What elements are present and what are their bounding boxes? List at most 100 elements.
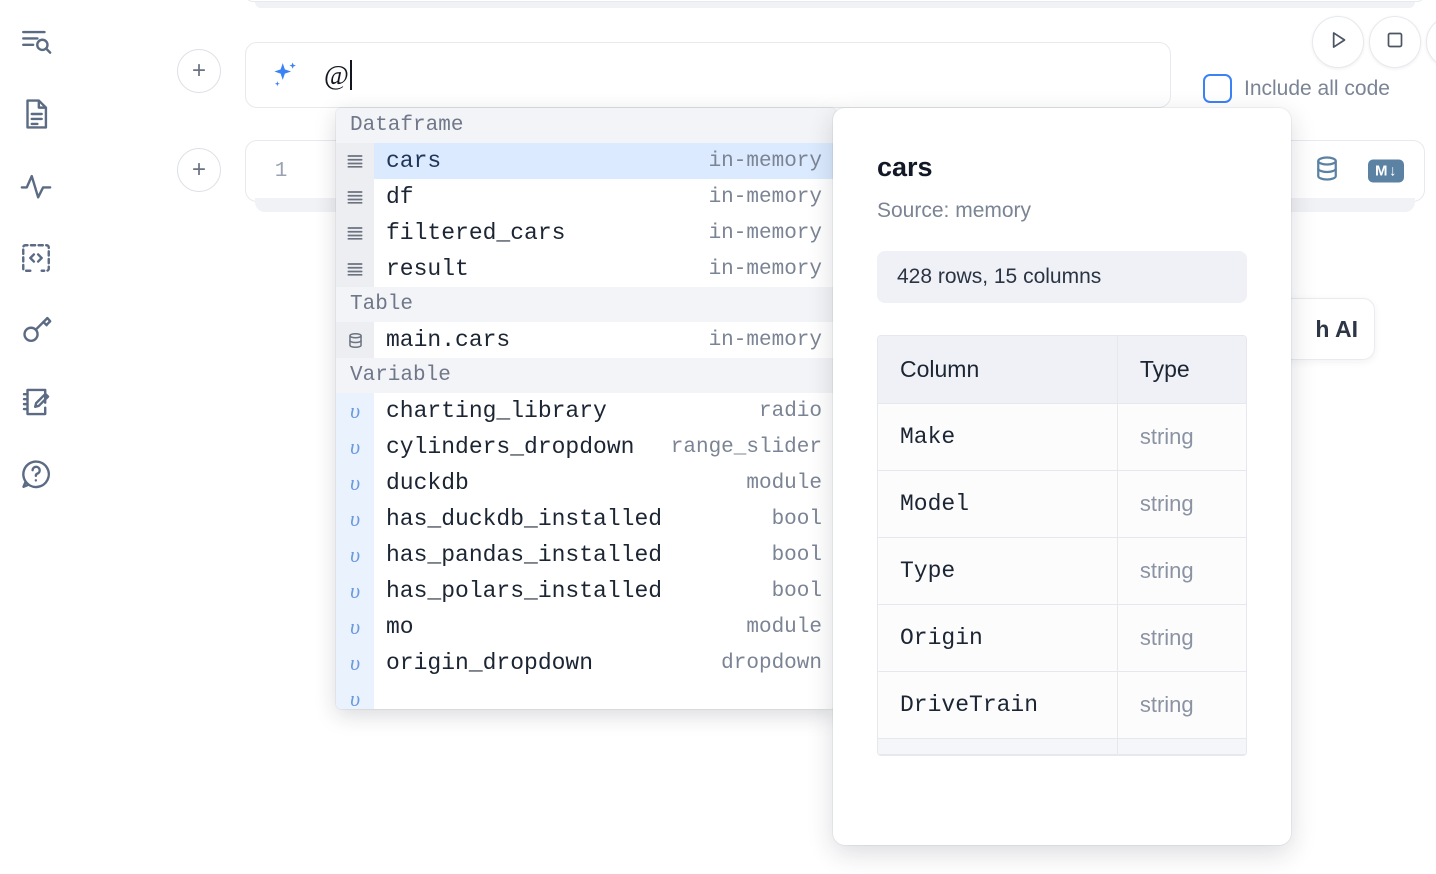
markdown-badge[interactable]: M ↓ — [1368, 159, 1404, 183]
include-all-code-row[interactable]: Include all code — [1203, 74, 1390, 103]
completion-item-type: in-memory — [708, 257, 822, 281]
run-button[interactable] — [1312, 16, 1364, 68]
column-type-cell: string — [1117, 605, 1246, 672]
notebook-pencil-icon — [19, 385, 53, 419]
preview-title: cars — [877, 152, 933, 182]
completion-item[interactable]: υ origin_dropdown dropdown — [336, 645, 836, 681]
completion-item-name: charting_library — [386, 398, 607, 424]
plus-icon: + — [191, 57, 206, 84]
completion-item-type: in-memory — [708, 328, 822, 352]
square-icon — [1383, 28, 1407, 57]
completion-item[interactable]: cars in-memory — [336, 143, 836, 179]
sidebar-item-dependencies[interactable] — [12, 234, 60, 282]
dataframe-icon — [336, 143, 374, 179]
preview-source: Source: memory — [877, 199, 1032, 222]
database-icon[interactable] — [1312, 154, 1342, 189]
question-chat-icon — [19, 457, 53, 491]
completion-item-type: module — [746, 471, 822, 495]
sidebar-item-secrets[interactable] — [12, 306, 60, 354]
play-icon — [1325, 27, 1351, 58]
stop-button[interactable] — [1369, 16, 1421, 68]
variable-icon: υ — [336, 501, 374, 537]
column-name-cell: Type — [878, 538, 1118, 605]
more-button[interactable] — [1426, 16, 1436, 68]
markdown-letter: M — [1375, 162, 1388, 180]
column-name-cell: Make — [878, 404, 1118, 471]
column-type-cell: string — [1117, 538, 1246, 605]
variable-icon: υ — [336, 393, 374, 429]
completion-item[interactable]: υ has_pandas_installed bool — [336, 537, 836, 573]
variable-icon: υ — [336, 537, 374, 573]
column-name-cell: Origin — [878, 605, 1118, 672]
completion-item-type: bool — [771, 579, 822, 603]
add-cell-button-top[interactable]: + — [177, 49, 221, 93]
variable-icon: υ — [336, 573, 374, 609]
completion-item-name: mo — [386, 614, 414, 640]
document-icon — [19, 97, 53, 131]
completion-item[interactable]: result in-memory — [336, 251, 836, 287]
table-row-partial — [878, 739, 1246, 755]
table-database-icon — [336, 322, 374, 358]
dataframe-preview-panel: cars Source: memory 428 rows, 15 columns… — [833, 108, 1291, 845]
completion-item-name: has_pandas_installed — [386, 542, 663, 568]
completion-item-type: module — [746, 615, 822, 639]
previous-cell-shadow — [255, 2, 1415, 8]
list-search-icon — [19, 25, 53, 59]
column-type-cell — [1117, 739, 1246, 755]
completion-item-name: duckdb — [386, 470, 469, 496]
sidebar-item-help[interactable] — [12, 450, 60, 498]
variable-icon: υ — [336, 465, 374, 501]
ai-prompt-cell[interactable]: @ — [245, 42, 1171, 108]
table-header-cell: Column — [878, 336, 1118, 404]
completion-item-name: cars — [386, 148, 442, 174]
completion-item-type: range_slider — [670, 435, 822, 459]
dataframe-icon — [336, 179, 374, 215]
sidebar-item-file-explorer[interactable] — [12, 18, 60, 66]
sidebar-item-notebook[interactable] — [12, 90, 60, 138]
variable-icon: υ — [336, 429, 374, 465]
completion-item-partial[interactable]: υ — [336, 681, 836, 709]
completion-item-type: bool — [771, 543, 822, 567]
sparkle-icon — [268, 58, 302, 92]
add-cell-button-bottom[interactable]: + — [177, 148, 221, 192]
completion-item-type: dropdown — [721, 651, 822, 675]
sidebar-item-scratchpad[interactable] — [12, 378, 60, 426]
variable-icon: υ — [336, 681, 374, 709]
completion-item-type: in-memory — [708, 185, 822, 209]
column-type-cell: string — [1117, 404, 1246, 471]
include-all-code-label: Include all code — [1244, 76, 1390, 100]
key-icon — [19, 313, 53, 347]
ai-prompt-input[interactable]: @ — [324, 43, 1170, 107]
completion-item-name: filtered_cars — [386, 220, 566, 246]
ai-prompt-value: @ — [324, 59, 349, 90]
dataframe-icon — [336, 251, 374, 287]
column-type-cell: string — [1117, 672, 1246, 739]
include-all-code-checkbox[interactable] — [1203, 74, 1232, 103]
variable-icon: υ — [336, 645, 374, 681]
completion-item-type: in-memory — [708, 149, 822, 173]
markdown-arrow-icon: ↓ — [1389, 162, 1397, 180]
dataframe-icon — [336, 215, 374, 251]
plus-icon: + — [191, 156, 206, 183]
completion-item-name: origin_dropdown — [386, 650, 594, 676]
activity-icon — [19, 169, 53, 203]
sidebar-item-variables[interactable] — [12, 162, 60, 210]
completion-item[interactable]: filtered_cars in-memory — [336, 215, 836, 251]
column-name-cell — [878, 739, 1118, 755]
completion-item-type: in-memory — [708, 221, 822, 245]
completion-item-name: result — [386, 256, 469, 282]
